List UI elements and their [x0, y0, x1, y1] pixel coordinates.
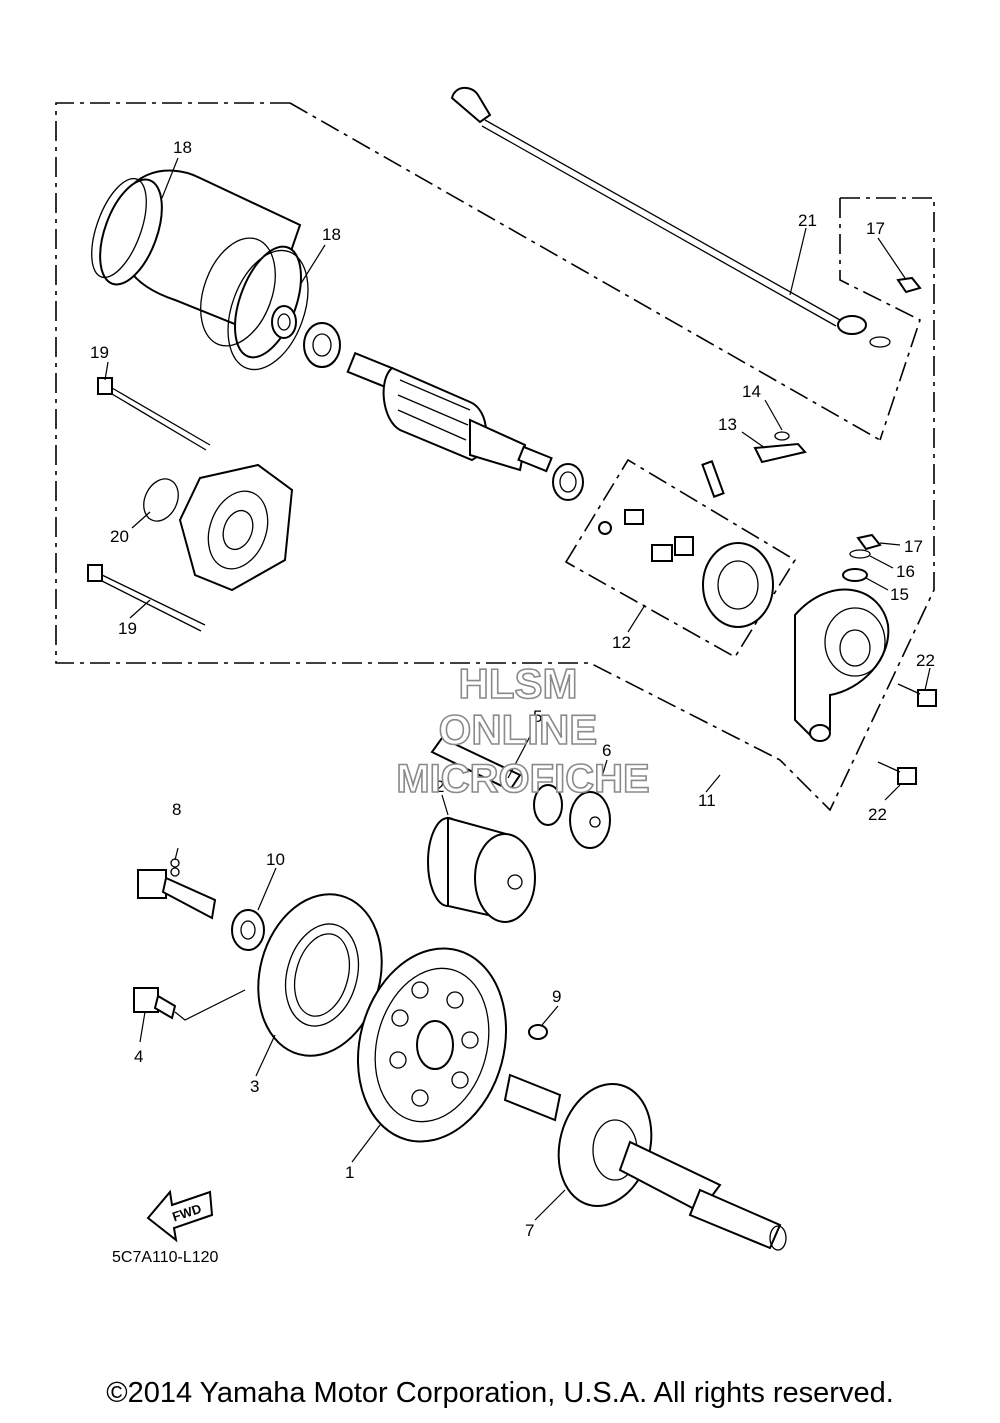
shaft-5 [430, 736, 522, 792]
callout-20: 20 [110, 527, 129, 546]
terminal-13 [753, 442, 807, 464]
callout-6: 6 [602, 741, 611, 760]
rear-cover [794, 588, 890, 742]
callout-22-lower: 22 [868, 805, 887, 824]
fwd-arrow-icon: FWD [146, 1189, 214, 1243]
copyright-notice: ©2014 Yamaha Motor Corporation, U.S.A. A… [106, 1377, 894, 1409]
washer-15 [842, 568, 868, 582]
callout-18-upper: 18 [173, 138, 192, 157]
lead-wire-21 [450, 86, 891, 348]
callout-17-upper: 17 [866, 219, 885, 238]
bolt-8 [137, 858, 217, 920]
idler-gear-2 [427, 816, 536, 923]
starter-clutch-3 [257, 893, 383, 1057]
callout-19-upper: 19 [90, 343, 109, 362]
callout-17-lower: 17 [904, 537, 923, 556]
bolt-4 [133, 987, 177, 1020]
callout-7: 7 [525, 1221, 534, 1240]
callout-22-upper: 22 [916, 651, 935, 670]
callout-1: 1 [345, 1163, 354, 1182]
nut-17-upper [896, 276, 922, 294]
bolt-22-upper [897, 683, 937, 707]
washer-16 [849, 549, 871, 559]
callout-18-lower: 18 [322, 225, 341, 244]
bearing [303, 322, 341, 368]
callout-8: 8 [172, 800, 181, 819]
starter-motor-yoke [91, 169, 302, 359]
watermark-line-1: HLSM [459, 660, 578, 707]
starter-wheel-gear-1 [356, 947, 508, 1143]
o-ring-18 [227, 249, 309, 371]
callout-15: 15 [890, 585, 909, 604]
callout-10: 10 [266, 850, 285, 869]
callout-12: 12 [612, 633, 631, 652]
callout-21: 21 [798, 211, 817, 230]
callout-16: 16 [896, 562, 915, 581]
callout-19-lower: 19 [118, 619, 137, 638]
bolt-22-lower [877, 761, 917, 785]
callout-9: 9 [552, 987, 561, 1006]
washer-14 [774, 431, 790, 441]
leader-lines [104, 157, 931, 1221]
woodruff-key-9 [528, 1024, 548, 1040]
watermark: HLSM ONLINE MICROFICHE [396, 659, 651, 802]
nut-17-lower [856, 533, 882, 551]
shaft-gear-7 [503, 1073, 787, 1251]
o-ring-20 [143, 478, 179, 522]
bolt-19-lower [87, 564, 206, 632]
callout-14: 14 [742, 382, 761, 401]
callout-13: 13 [718, 415, 737, 434]
bolt-19-upper [97, 377, 211, 451]
callout-5: 5 [533, 707, 542, 726]
callout-11: 11 [698, 791, 716, 810]
front-cover [178, 463, 294, 592]
callout-2: 2 [435, 777, 444, 796]
watermark-line-3: MICROFICHE [396, 757, 649, 801]
callout-4: 4 [134, 1047, 143, 1066]
watermark-line-2: ONLINE [439, 706, 598, 753]
idler-gear-6 [533, 784, 611, 849]
assembly-outlines [55, 102, 935, 812]
callout-labels: 18 18 19 20 19 21 17 14 13 17 16 15 12 2… [90, 138, 935, 1240]
callout-3: 3 [250, 1077, 259, 1096]
diagram-code: 5C7A110-L120 [112, 1249, 219, 1266]
armature [346, 351, 584, 501]
washer-10 [231, 909, 265, 951]
brush-holder-assembly [598, 460, 774, 628]
